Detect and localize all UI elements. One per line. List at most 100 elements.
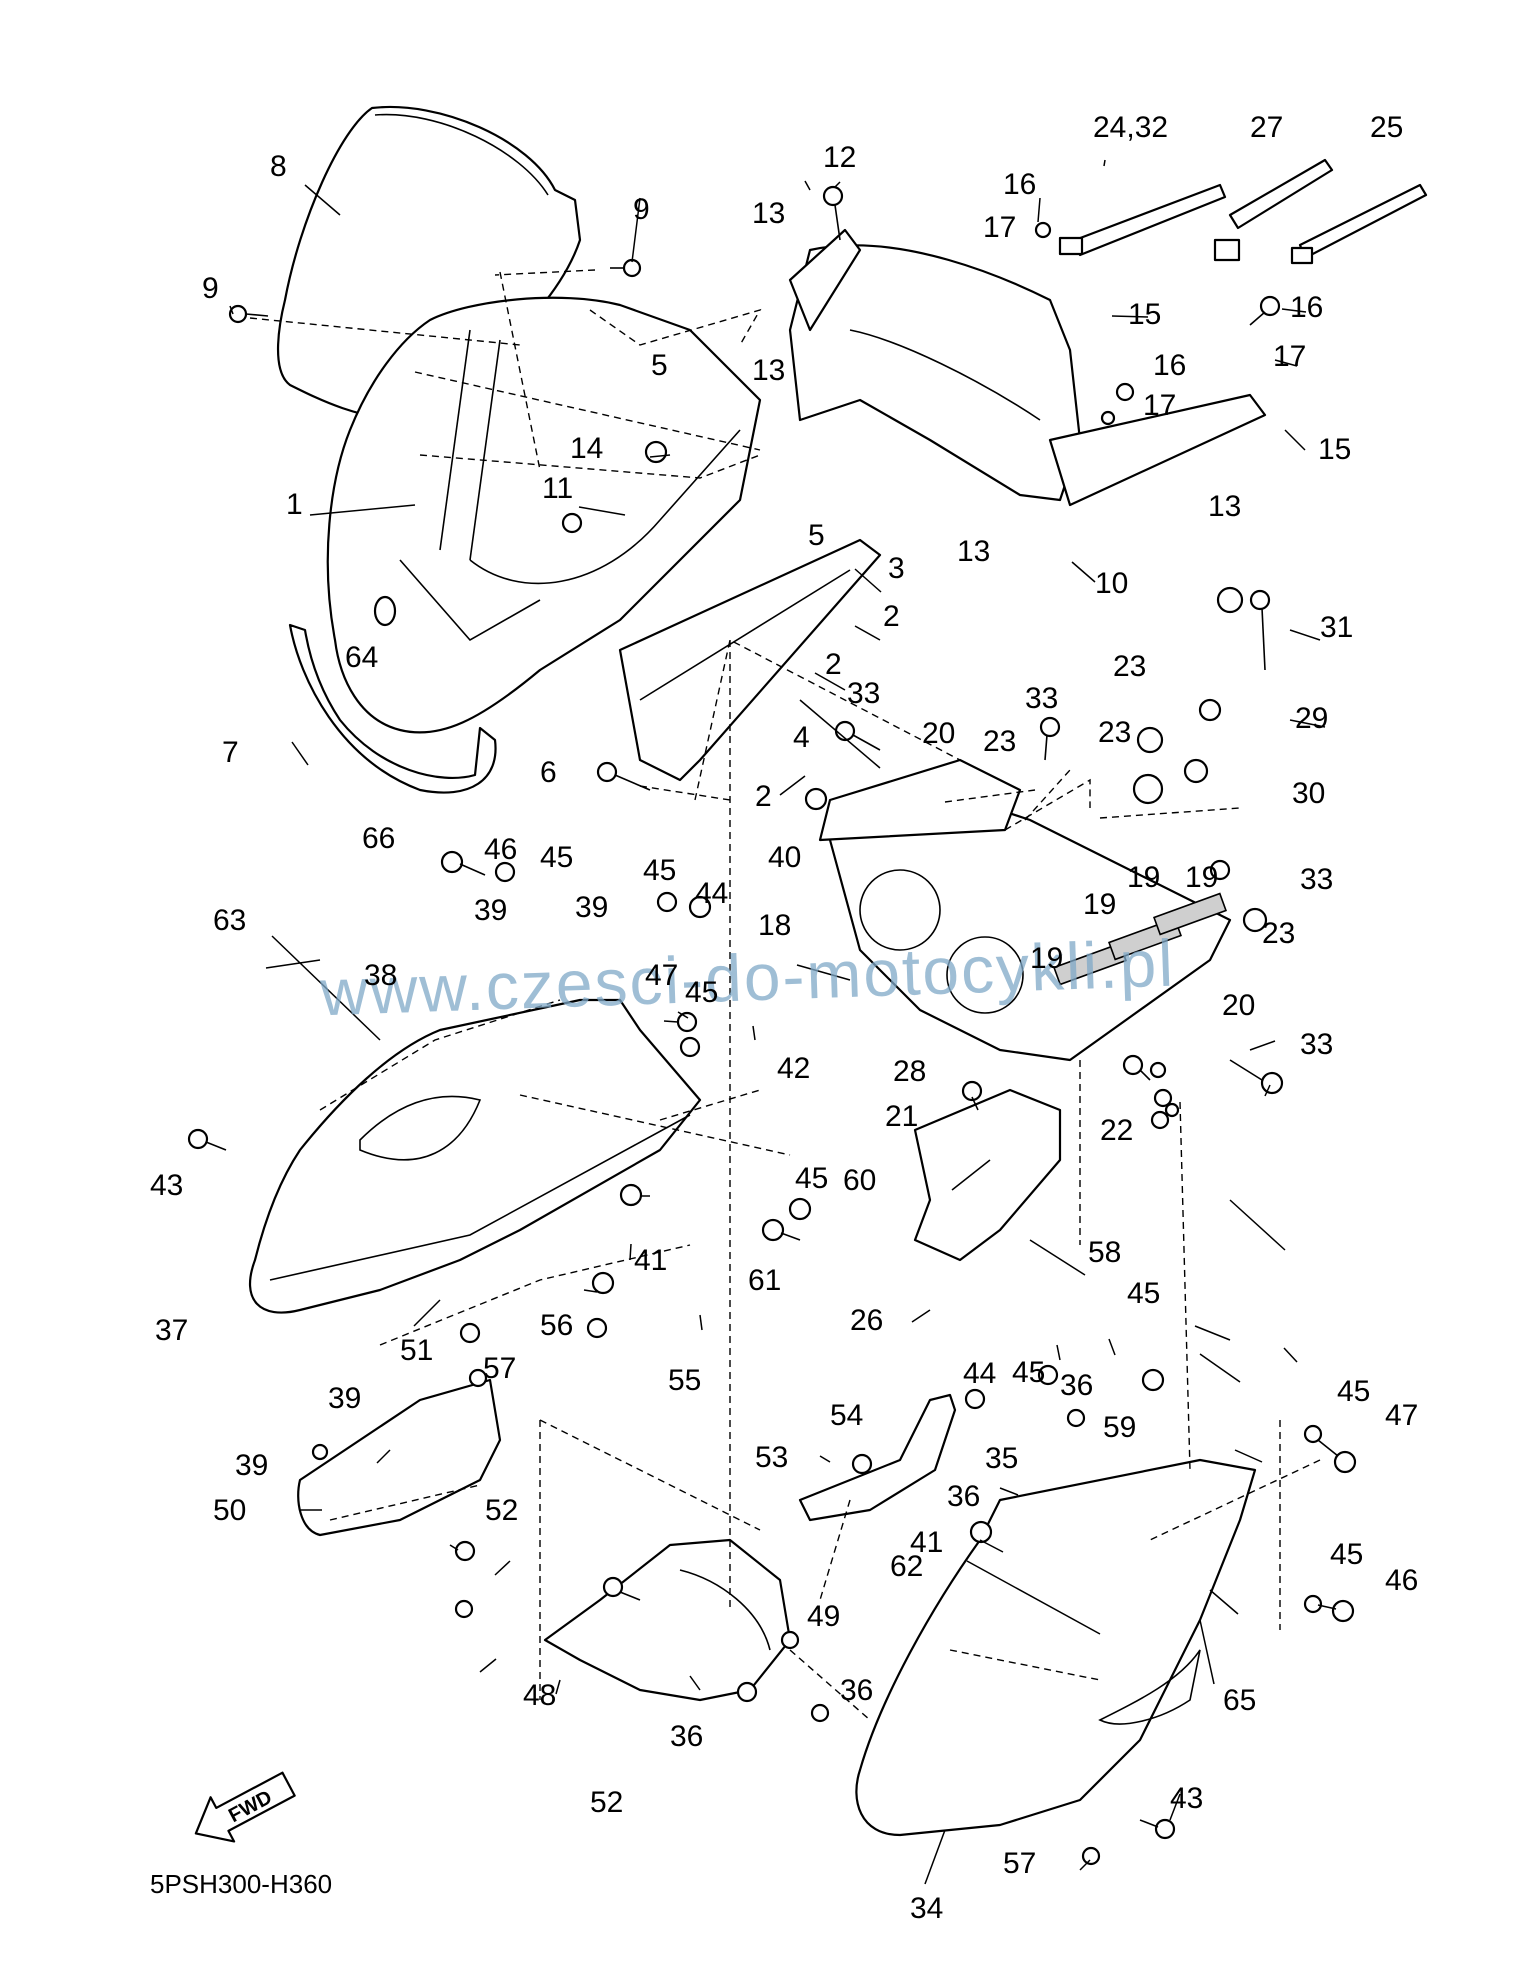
callout-49: 49 xyxy=(807,1600,840,1633)
callout-29: 29 xyxy=(1295,702,1328,735)
callout-2: 2 xyxy=(755,780,772,813)
callout-45: 45 xyxy=(540,841,573,874)
callout-34: 34 xyxy=(910,1892,943,1925)
callout-14: 14 xyxy=(570,432,603,465)
callout-9: 9 xyxy=(202,272,219,305)
callout-45: 45 xyxy=(1127,1277,1160,1310)
callout-52: 52 xyxy=(590,1786,623,1819)
callout-9: 9 xyxy=(633,193,650,226)
callout-51: 51 xyxy=(400,1334,433,1367)
callout-59: 59 xyxy=(1103,1411,1136,1444)
callout-31: 31 xyxy=(1320,611,1353,644)
upper-cowling-part xyxy=(326,296,762,734)
molding-strip-part xyxy=(288,623,497,794)
callout-45: 45 xyxy=(795,1162,828,1195)
callout-4: 4 xyxy=(793,721,810,754)
callout-7: 7 xyxy=(222,736,239,769)
callout-8: 8 xyxy=(270,150,287,183)
fwd-arrow: FWD xyxy=(194,1771,296,1843)
callout-45: 45 xyxy=(685,976,718,1009)
callout-17: 17 xyxy=(1273,340,1306,373)
callout-33: 33 xyxy=(847,677,880,710)
callout-23: 23 xyxy=(1098,716,1131,749)
callout-21: 21 xyxy=(885,1100,918,1133)
callout-15: 15 xyxy=(1318,433,1351,466)
callout-19: 19 xyxy=(1030,942,1063,975)
callout-41: 41 xyxy=(634,1244,667,1277)
stay-bracket-part xyxy=(818,758,1232,1062)
callout-23: 23 xyxy=(1262,917,1295,950)
callout-55: 55 xyxy=(668,1364,701,1397)
callout-36: 36 xyxy=(1060,1369,1093,1402)
callout-58: 58 xyxy=(1088,1236,1121,1269)
leader-lines xyxy=(229,159,1326,1885)
callout-1: 1 xyxy=(286,488,303,521)
callout-39: 39 xyxy=(235,1449,268,1482)
callout-20: 20 xyxy=(1222,989,1255,1022)
callout-39: 39 xyxy=(474,894,507,927)
callout-42: 42 xyxy=(777,1052,810,1085)
callout-2: 2 xyxy=(883,600,900,633)
callout-3: 3 xyxy=(888,552,905,585)
callout-25: 25 xyxy=(1370,111,1403,144)
callout-13: 13 xyxy=(752,354,785,387)
callout-27: 27 xyxy=(1250,111,1283,144)
callout-45: 45 xyxy=(643,854,676,887)
callout-2: 2 xyxy=(825,648,842,681)
left-side-cowling-part xyxy=(249,998,702,1314)
callout-46: 46 xyxy=(484,833,517,866)
callout-33: 33 xyxy=(1300,1028,1333,1061)
callout-50: 50 xyxy=(213,1494,246,1527)
callout-53: 53 xyxy=(755,1441,788,1474)
callout-46: 46 xyxy=(1385,1564,1418,1597)
callout-37: 37 xyxy=(155,1314,188,1347)
callout-23: 23 xyxy=(1113,650,1146,683)
callout-54: 54 xyxy=(830,1399,863,1432)
callout-43: 43 xyxy=(1170,1782,1203,1815)
callout-26: 26 xyxy=(850,1304,883,1337)
callout-47: 47 xyxy=(1385,1399,1418,1432)
callout-13: 13 xyxy=(957,535,990,568)
callout-39: 39 xyxy=(575,891,608,924)
callout-22: 22 xyxy=(1100,1114,1133,1147)
reflector-64 xyxy=(373,595,397,627)
callout-19: 19 xyxy=(1083,888,1116,921)
callout-5: 5 xyxy=(651,349,668,382)
callout-23: 23 xyxy=(983,725,1016,758)
callout-6: 6 xyxy=(540,756,557,789)
callout-48: 48 xyxy=(523,1679,556,1712)
callout-38: 38 xyxy=(364,959,397,992)
callout-36: 36 xyxy=(947,1480,980,1513)
callout-44: 44 xyxy=(695,877,728,910)
cable-ties-part xyxy=(1058,158,1428,265)
callout-39: 39 xyxy=(328,1382,361,1415)
callout-35: 35 xyxy=(985,1442,1018,1475)
callout-60: 60 xyxy=(843,1164,876,1197)
callout-13: 13 xyxy=(752,197,785,230)
callout-20: 20 xyxy=(922,717,955,750)
callout-11: 11 xyxy=(542,472,573,505)
callout-30: 30 xyxy=(1292,777,1325,810)
callout-16: 16 xyxy=(1003,168,1036,201)
callout-28: 28 xyxy=(893,1055,926,1088)
callout-24-32: 24,32 xyxy=(1093,111,1168,144)
callout-15: 15 xyxy=(1128,298,1161,331)
callout-17: 17 xyxy=(983,211,1016,244)
callout-64: 64 xyxy=(345,641,378,674)
callout-12: 12 xyxy=(823,141,856,174)
callout-57: 57 xyxy=(483,1352,516,1385)
right-side-cowling-part xyxy=(855,1458,1257,1837)
callout-40: 40 xyxy=(768,841,801,874)
callout-5: 5 xyxy=(808,519,825,552)
callout-66: 66 xyxy=(362,822,395,855)
callout-33: 33 xyxy=(1300,863,1333,896)
callout-17: 17 xyxy=(1143,389,1176,422)
inner-cover-part xyxy=(543,1538,792,1702)
callout-33: 33 xyxy=(1025,682,1058,715)
diagram-code: 5PSH300-H360 xyxy=(150,1869,332,1899)
callout-16: 16 xyxy=(1153,349,1186,382)
plate-part xyxy=(913,1088,1062,1262)
callout-36: 36 xyxy=(670,1720,703,1753)
callout-61: 61 xyxy=(748,1264,781,1297)
